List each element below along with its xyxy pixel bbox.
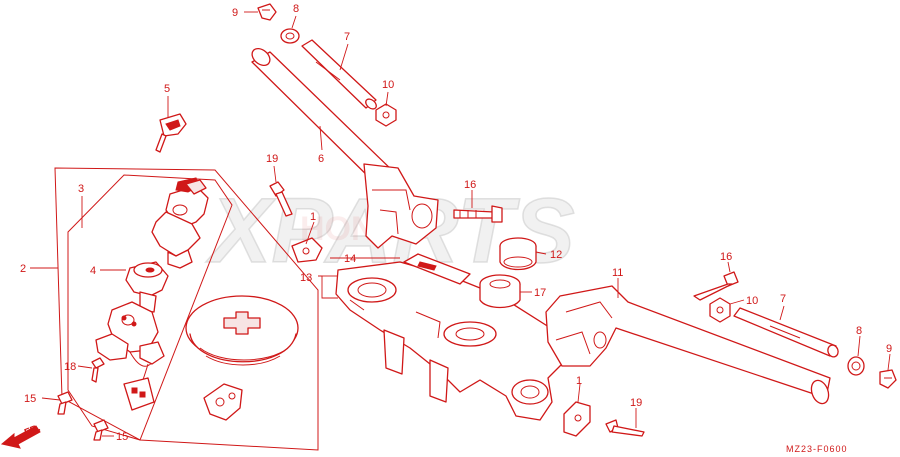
callout-17: 17: [534, 287, 546, 299]
callout-1b: 1: [576, 375, 582, 387]
callout-2: 2: [20, 263, 26, 275]
callout-14: 14: [344, 253, 356, 265]
diagram-code: MZ23-F0600: [786, 444, 848, 454]
callout-15: 15: [24, 393, 36, 405]
switch-rotor[interactable]: [125, 261, 169, 313]
callout-6: 6: [318, 153, 324, 165]
callout-7b: 7: [780, 293, 786, 305]
callout-5: 5: [164, 83, 170, 95]
callout-3: 3: [78, 183, 84, 195]
switch-bracket[interactable]: [203, 383, 243, 421]
ignition-cover[interactable]: [185, 295, 299, 366]
callout-10: 10: [382, 79, 394, 91]
callout-16: 16: [464, 179, 476, 191]
bolt-16-left[interactable]: [453, 205, 503, 223]
collar-right[interactable]: [847, 356, 865, 376]
stem-nut[interactable]: [479, 274, 521, 309]
callout-4: 4: [90, 265, 96, 277]
callout-13: 13: [300, 272, 312, 284]
switch-contact-base[interactable]: [95, 301, 165, 411]
front-label: FR.: [23, 422, 42, 438]
bolt-16-right[interactable]: [693, 271, 739, 301]
callout-10b: 10: [746, 295, 758, 307]
callout-8: 8: [293, 3, 299, 15]
clip-right[interactable]: [879, 369, 897, 389]
callout-8b: 8: [856, 325, 862, 337]
screw-18[interactable]: [91, 357, 105, 383]
callout-16b: 16: [720, 251, 732, 263]
ignition-key[interactable]: [155, 113, 187, 153]
left-handlebar[interactable]: [249, 45, 439, 249]
top-bridge[interactable]: [335, 261, 567, 421]
callout-15b: 15: [116, 431, 128, 443]
screw-15-lower[interactable]: [93, 419, 109, 441]
bolt-19-left[interactable]: [269, 181, 293, 217]
label-plate[interactable]: [403, 253, 471, 285]
nut-right[interactable]: [709, 297, 731, 323]
front-arrow: FR.: [0, 422, 42, 449]
callout-9: 9: [232, 7, 238, 19]
clamp-1-right[interactable]: [563, 401, 591, 437]
callout-12: 12: [550, 249, 562, 261]
steering-cap[interactable]: [499, 237, 537, 271]
nut-left[interactable]: [375, 103, 397, 127]
clip-left[interactable]: [257, 3, 277, 21]
leader-lines: [30, 11, 891, 437]
switch-group-outline: [67, 174, 233, 441]
callout-19: 19: [266, 153, 278, 165]
callout-9b: 9: [886, 343, 892, 355]
ignition-switch[interactable]: [151, 177, 209, 269]
callout-11: 11: [612, 267, 623, 279]
screw-15-upper[interactable]: [57, 391, 73, 415]
bolt-19-right[interactable]: [605, 419, 645, 437]
bar-end-rod-right[interactable]: [733, 307, 840, 358]
callout-7: 7: [344, 31, 350, 43]
callout-1: 1: [310, 211, 316, 223]
callout-18: 18: [64, 361, 76, 373]
clamp-1-left[interactable]: [291, 237, 323, 263]
callout-19b: 19: [630, 397, 642, 409]
callout-numbers: 9 8 7 10 5 6 19 3 2 4 1 14 13 16 12 17 1…: [20, 3, 892, 443]
bar-end-rod-left[interactable]: [301, 39, 378, 111]
right-handlebar[interactable]: [545, 285, 832, 406]
collar-left[interactable]: [280, 28, 300, 44]
